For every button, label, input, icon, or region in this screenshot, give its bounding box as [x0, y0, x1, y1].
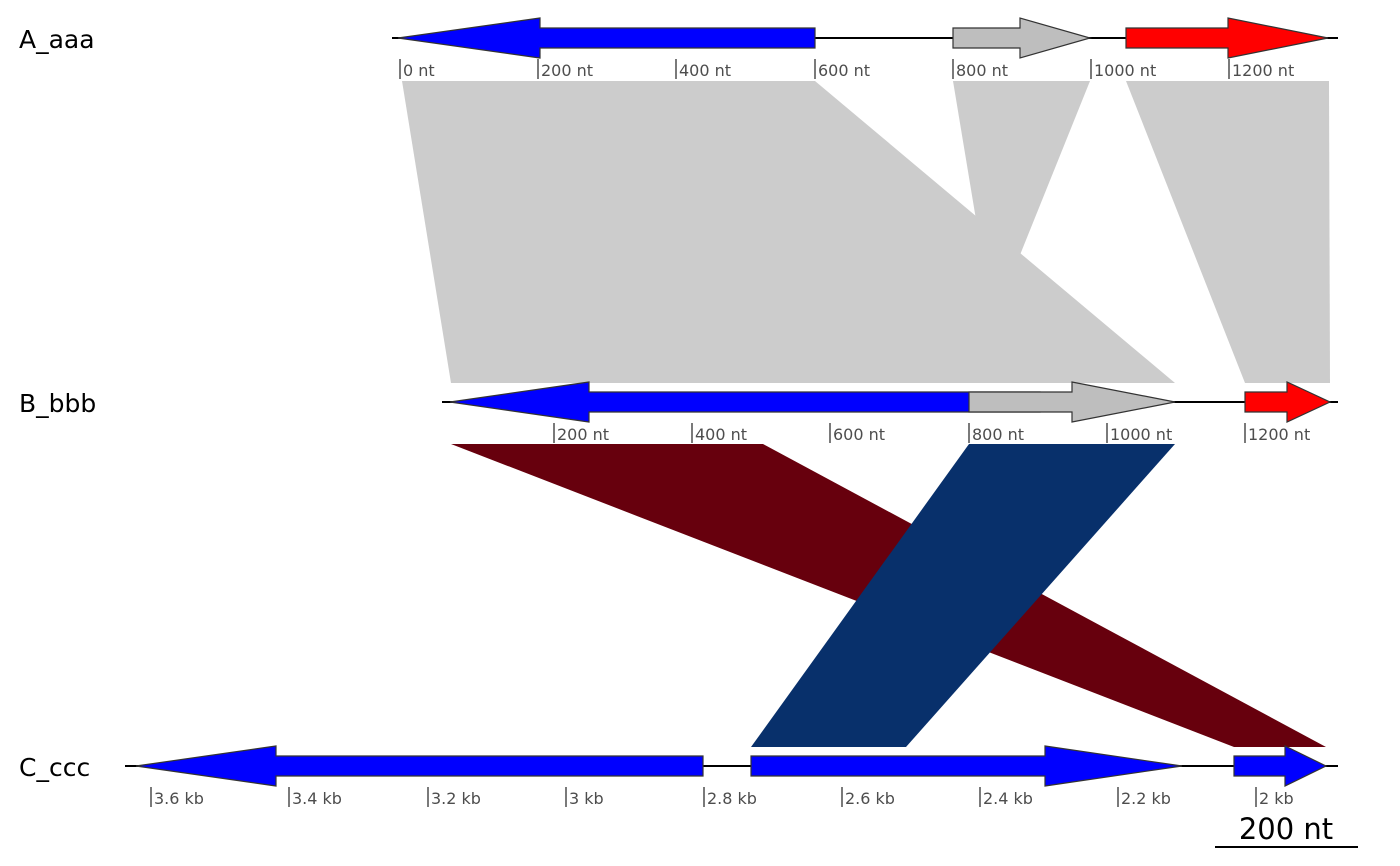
tick-label: 3 kb: [569, 789, 604, 808]
tick-label: 3.4 kb: [292, 789, 342, 808]
track-a-aaa: A_aaa 0 nt 200 nt 400 nt 600 nt 800 nt 1…: [19, 17, 1338, 80]
tick-label: 3.2 kb: [431, 789, 481, 808]
tick-label: 1200 nt: [1248, 425, 1310, 444]
tick-label: 1200 nt: [1232, 61, 1294, 80]
similarity-link-a-b-3: [1126, 81, 1330, 383]
tick-label: 0 nt: [403, 61, 435, 80]
tick-label: 600 nt: [818, 61, 870, 80]
similarity-link-b-c-blue: [751, 444, 1175, 747]
similarity-link-a-b-2: [953, 81, 1090, 322]
tick-label: 600 nt: [833, 425, 885, 444]
scale-bar-label: 200 nt: [1239, 812, 1333, 846]
tick-label: 3.6 kb: [154, 789, 204, 808]
tick-label: 200 nt: [557, 425, 609, 444]
tick-label: 1000 nt: [1110, 425, 1172, 444]
axis-ticks: 0 nt 200 nt 400 nt 600 nt 800 nt 1000 nt…: [399, 59, 1294, 80]
tick-label: 2.2 kb: [1121, 789, 1171, 808]
gene-arrow-reverse-blue[interactable]: [135, 745, 704, 787]
tick-label: 200 nt: [541, 61, 593, 80]
tick-label: 800 nt: [956, 61, 1008, 80]
tick-label: 2 kb: [1259, 789, 1294, 808]
gene-arrow-forward-blue[interactable]: [750, 745, 1183, 787]
tick-label: 800 nt: [972, 425, 1024, 444]
track-label: C_ccc: [19, 753, 90, 782]
tick-label: 2.4 kb: [983, 789, 1033, 808]
gene-arrow-forward-blue[interactable]: [1233, 745, 1328, 787]
scale-bar: 200 nt: [1215, 812, 1358, 848]
tick-label: 2.6 kb: [845, 789, 895, 808]
gene-arrow-forward-grey[interactable]: [952, 17, 1093, 59]
axis-ticks: 3.6 kb 3.4 kb 3.2 kb 3 kb 2.8 kb 2.6 kb …: [150, 787, 1294, 808]
tick-label: 1000 nt: [1094, 61, 1156, 80]
track-b-bbb: B_bbb 200 nt 400 nt 600 nt 800 nt 1000 n…: [19, 381, 1338, 444]
gene-arrow-reverse-blue[interactable]: [397, 17, 816, 59]
gene-arrow-forward-red[interactable]: [1244, 381, 1332, 423]
tick-label: 400 nt: [679, 61, 731, 80]
gene-arrow-forward-red[interactable]: [1125, 17, 1329, 59]
tick-label: 2.8 kb: [707, 789, 757, 808]
track-label: A_aaa: [19, 25, 95, 54]
track-label: B_bbb: [19, 389, 96, 418]
axis-ticks: 200 nt 400 nt 600 nt 800 nt 1000 nt 1200…: [553, 423, 1310, 444]
similarity-links: [402, 81, 1330, 747]
gene-arrow-forward-grey[interactable]: [968, 381, 1176, 423]
gene-arrow-reverse-blue[interactable]: [449, 381, 1041, 423]
tick-label: 400 nt: [695, 425, 747, 444]
track-c-ccc: C_ccc 3.6 kb 3.4 kb 3.2 kb 3 kb 2.8 kb 2…: [19, 745, 1338, 808]
similarity-link-a-b-1: [402, 81, 1175, 383]
